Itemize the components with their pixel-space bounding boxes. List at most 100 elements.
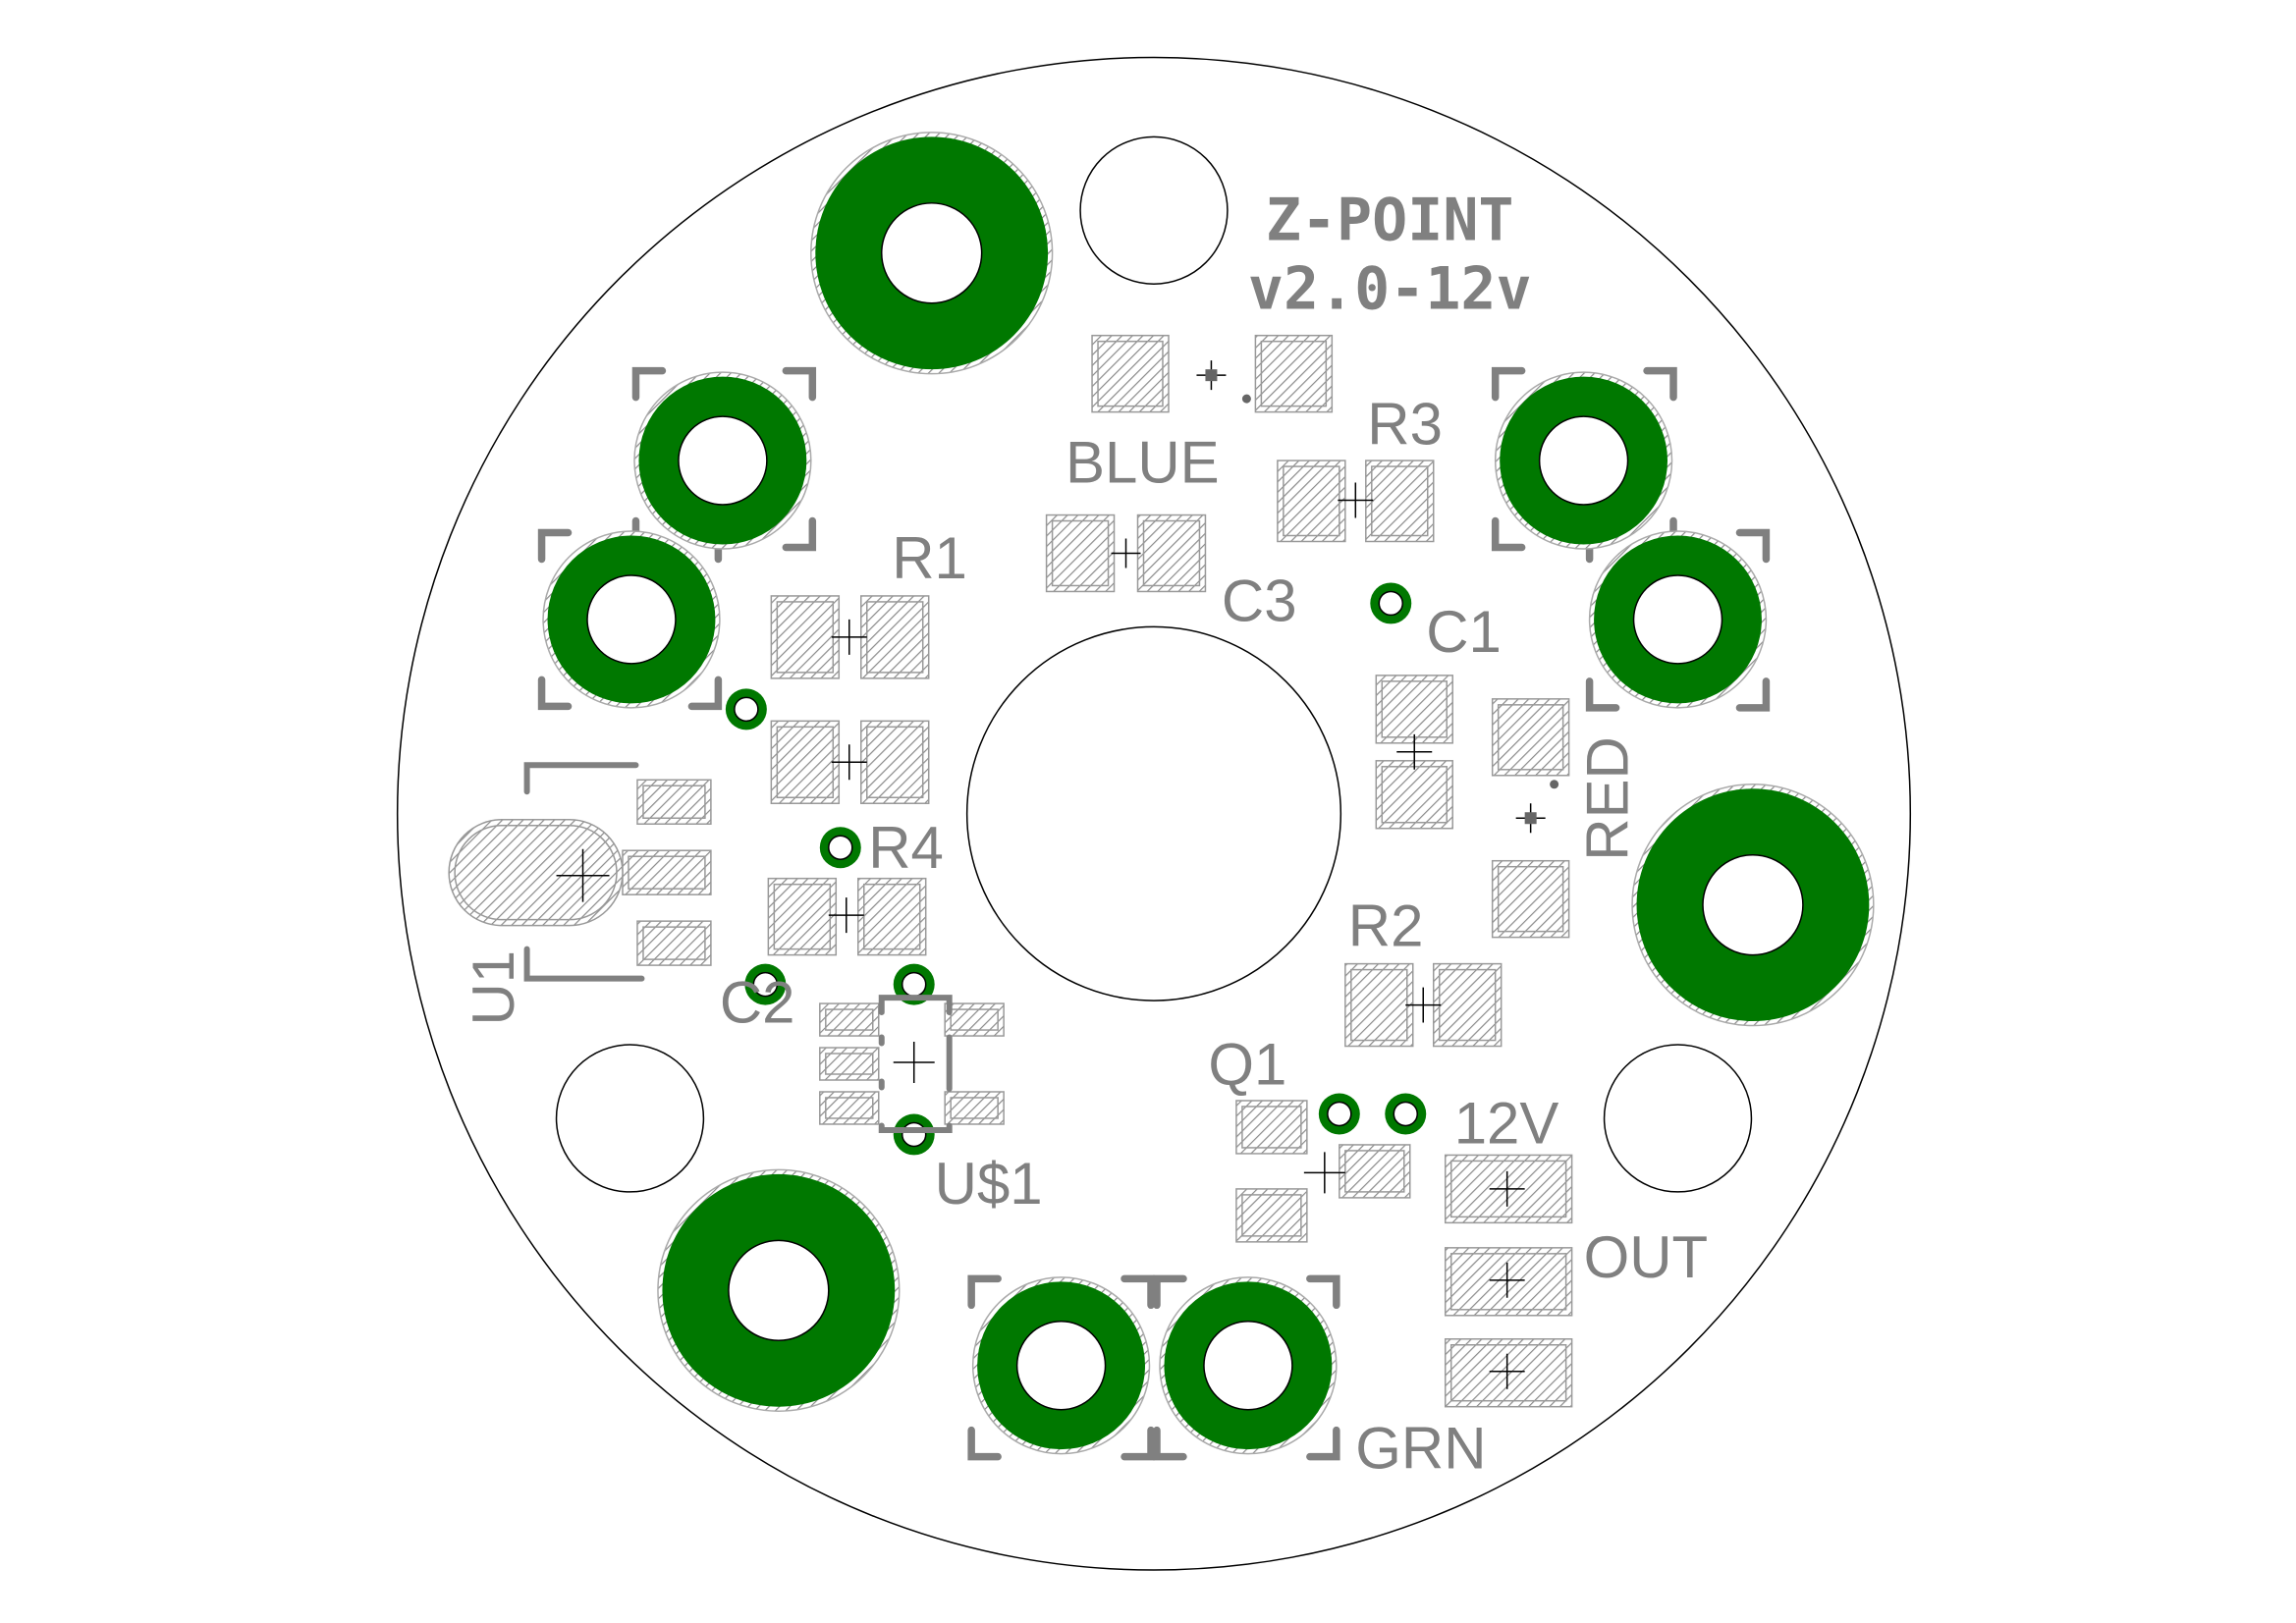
origin-cross-icon	[1396, 733, 1433, 770]
smd-pad-inner	[1449, 1344, 1567, 1402]
drill-hole	[1203, 1321, 1293, 1411]
origin-cross-icon	[831, 619, 867, 655]
smd-pad	[819, 1002, 880, 1037]
origin-cross-icon	[1489, 1170, 1525, 1207]
smd-pad	[770, 720, 841, 805]
label-u1: U1	[461, 950, 526, 1026]
smd-pad	[1277, 460, 1346, 543]
smd-pad	[1344, 962, 1414, 1048]
smd-pad	[1136, 514, 1207, 593]
smd-pad-inner	[1260, 340, 1328, 407]
mount-hole	[555, 1044, 705, 1193]
smd-pad-inner	[825, 1053, 874, 1075]
smd-pad-inner	[825, 1008, 874, 1031]
label-q1: Q1	[1208, 1031, 1286, 1097]
smd-pad-inner	[1241, 1194, 1302, 1237]
mount-hole	[1603, 1044, 1753, 1193]
drill-hole	[1632, 574, 1723, 665]
smd-pad	[1491, 698, 1570, 777]
smd-pad	[1432, 962, 1503, 1048]
us1-outline	[878, 995, 953, 1133]
center-hole	[965, 625, 1342, 1001]
smd-pad	[1491, 859, 1570, 939]
smd-pad	[860, 720, 930, 805]
label-r3: R3	[1367, 392, 1443, 458]
smd-pad-inner	[950, 1097, 999, 1119]
smd-pad-inner	[825, 1097, 874, 1119]
smd-pad-inner	[1497, 865, 1564, 933]
smd-pad-inner	[1497, 704, 1564, 771]
drill-hole	[678, 415, 768, 506]
smd-pad	[1444, 1338, 1573, 1408]
smd-pad	[1254, 334, 1334, 413]
smd-pad	[636, 779, 712, 825]
smd-pad-inner	[1097, 340, 1164, 407]
smd-pad	[819, 1091, 880, 1125]
origin-marker	[1205, 369, 1218, 382]
silkscreen-bracket	[1491, 366, 1677, 552]
drill-hole	[752, 971, 779, 998]
drill-hole	[1378, 590, 1404, 617]
smd-pads	[448, 334, 1573, 1408]
origin-cross-icon	[831, 744, 867, 781]
origin-cross-icon	[893, 1042, 935, 1083]
smd-pad-inner	[1142, 519, 1201, 587]
smd-pad	[770, 595, 841, 679]
drill-hole	[728, 1239, 830, 1342]
smd-pad	[1365, 460, 1435, 543]
u1-outline	[523, 762, 645, 982]
label-r2: R2	[1348, 893, 1424, 959]
through-hole-pads	[542, 132, 1875, 1455]
origin-cross-icon	[1111, 538, 1141, 568]
smd-pad-inner	[1449, 1160, 1567, 1218]
pin1-dot	[1241, 394, 1251, 404]
smd-pad-inner	[1051, 519, 1110, 587]
smd-pad	[944, 1091, 1005, 1125]
origin-marker	[1524, 812, 1537, 825]
smd-pad	[1091, 334, 1170, 413]
smd-pad	[857, 877, 927, 956]
silkscreen-bracket	[967, 1274, 1155, 1461]
origin-cross-icon	[1303, 1152, 1345, 1194]
smd-pad-inner	[1344, 1150, 1405, 1193]
drill-hole	[1702, 853, 1804, 956]
drill-hole	[1327, 1101, 1352, 1127]
drill-hole	[828, 835, 853, 860]
label-blue: BLUE	[1066, 430, 1220, 496]
smd-pad-inner	[642, 784, 706, 819]
smd-pad	[767, 877, 838, 956]
origin-cross-icon	[1489, 1353, 1525, 1389]
drill-hole	[1538, 415, 1629, 506]
label-c1: C1	[1426, 599, 1502, 665]
smd-pad	[1045, 514, 1116, 593]
label-r1: R1	[892, 525, 967, 591]
smd-pad-inner	[1449, 1253, 1567, 1311]
board-title: Z-POINT	[1266, 186, 1514, 254]
origin-cross-icon	[1405, 987, 1442, 1023]
smd-pad	[1235, 1188, 1308, 1243]
mount-hole	[1079, 135, 1229, 285]
smd-pad	[1235, 1100, 1308, 1155]
label-grn: GRN	[1355, 1416, 1486, 1482]
drill-hole	[901, 1121, 927, 1148]
smd-pad	[1444, 1247, 1573, 1317]
label-c3: C3	[1222, 568, 1297, 633]
smd-pad	[622, 849, 712, 895]
smd-pad	[448, 818, 624, 927]
smd-pad	[636, 920, 712, 966]
drill-hole	[1393, 1101, 1419, 1127]
drill-hole	[880, 202, 983, 304]
label-r4: R4	[868, 815, 944, 881]
label-us1: U$1	[935, 1151, 1043, 1217]
origin-cross-icon	[556, 848, 610, 902]
smd-pad	[1339, 1144, 1411, 1199]
drill-hole	[901, 971, 927, 998]
label-red: RED	[1575, 736, 1641, 861]
smd-pad	[1375, 675, 1453, 744]
smd-pad	[819, 1047, 880, 1081]
smd-pad	[860, 595, 930, 679]
smd-pad-inner	[863, 883, 921, 950]
silkscreen-bracket	[631, 366, 817, 552]
origin-cross-icon	[1489, 1262, 1525, 1298]
